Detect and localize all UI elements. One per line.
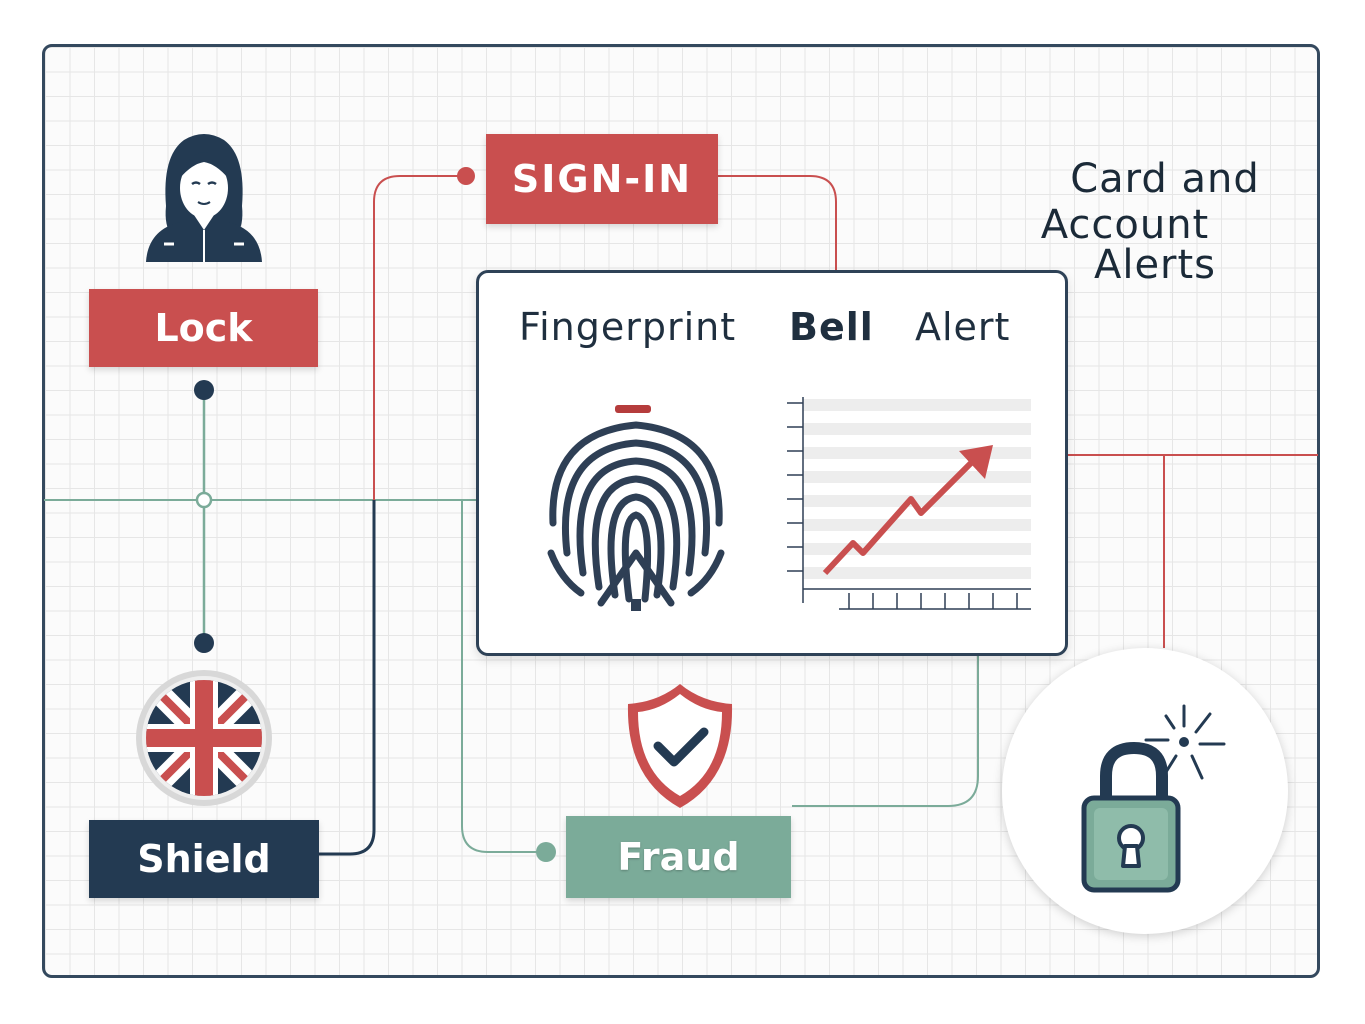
shield-label: Shield [89, 820, 319, 898]
feature-panel: Fingerprint Bell Alert [476, 270, 1068, 656]
padlock-icon [1081, 704, 1226, 893]
tab-alert: Alert [915, 305, 1011, 349]
diagram-title: Card and Account Alerts [1000, 156, 1290, 288]
title-line-3: Alerts [1093, 242, 1217, 288]
padlock-badge [1002, 648, 1288, 934]
title-line-1: Card and [1070, 156, 1260, 202]
rising-chart-icon [787, 397, 1031, 610]
fingerprint-icon [547, 405, 725, 611]
signin-label: SIGN-IN [486, 134, 718, 224]
fraud-label: Fraud [566, 816, 791, 898]
check-shield-icon [620, 680, 740, 812]
title-line-2: Account [1040, 202, 1210, 248]
tab-bell: Bell [789, 305, 874, 349]
person-avatar-icon [140, 126, 268, 266]
lock-label: Lock [89, 289, 318, 367]
union-jack-flag-icon [134, 668, 274, 808]
tab-fingerprint: Fingerprint [519, 305, 737, 349]
